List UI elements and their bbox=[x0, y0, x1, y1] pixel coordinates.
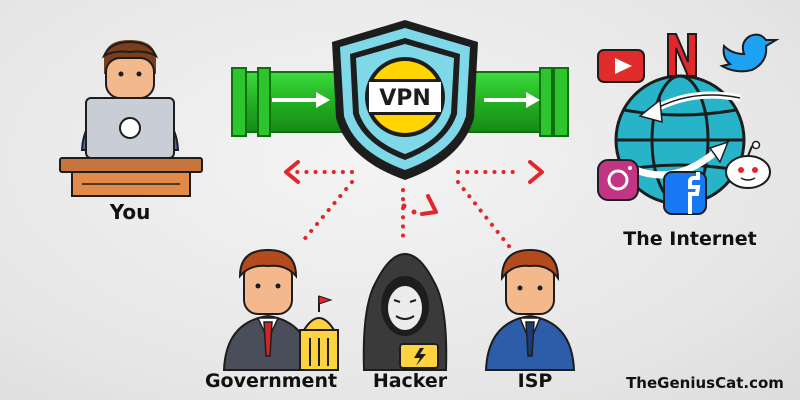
watermark: TheGeniusCat.com bbox=[626, 374, 784, 392]
arrowheads bbox=[284, 160, 544, 216]
youtube-icon bbox=[597, 49, 645, 83]
arrow-dots bbox=[401, 203, 417, 215]
vpn-shield-label: VPN bbox=[379, 86, 431, 111]
you-label: You bbox=[109, 200, 151, 224]
instagram-icon bbox=[597, 159, 639, 201]
isp-label: ISP bbox=[517, 370, 553, 392]
isp-businessman-icon bbox=[484, 248, 576, 371]
netflix-icon bbox=[667, 33, 697, 77]
person-at-laptop-icon bbox=[59, 40, 203, 197]
dotted-line-isp bbox=[456, 180, 514, 252]
government-label: Government bbox=[204, 370, 338, 392]
globe-with-social-apps-icon bbox=[614, 74, 746, 206]
reddit-icon bbox=[725, 140, 771, 189]
tunnel-left-icon bbox=[231, 67, 348, 137]
blocked-arrows bbox=[294, 170, 518, 252]
government-official-icon bbox=[222, 248, 339, 371]
internet-label: The Internet bbox=[623, 228, 757, 250]
vpn-shield-icon bbox=[332, 20, 478, 180]
hacker-label: Hacker bbox=[372, 370, 448, 392]
twitter-icon bbox=[719, 33, 780, 73]
dotted-line-government bbox=[300, 180, 354, 244]
facebook-icon bbox=[663, 171, 707, 215]
hooded-hacker-icon bbox=[362, 252, 448, 371]
tunnel-right-icon bbox=[465, 67, 569, 137]
